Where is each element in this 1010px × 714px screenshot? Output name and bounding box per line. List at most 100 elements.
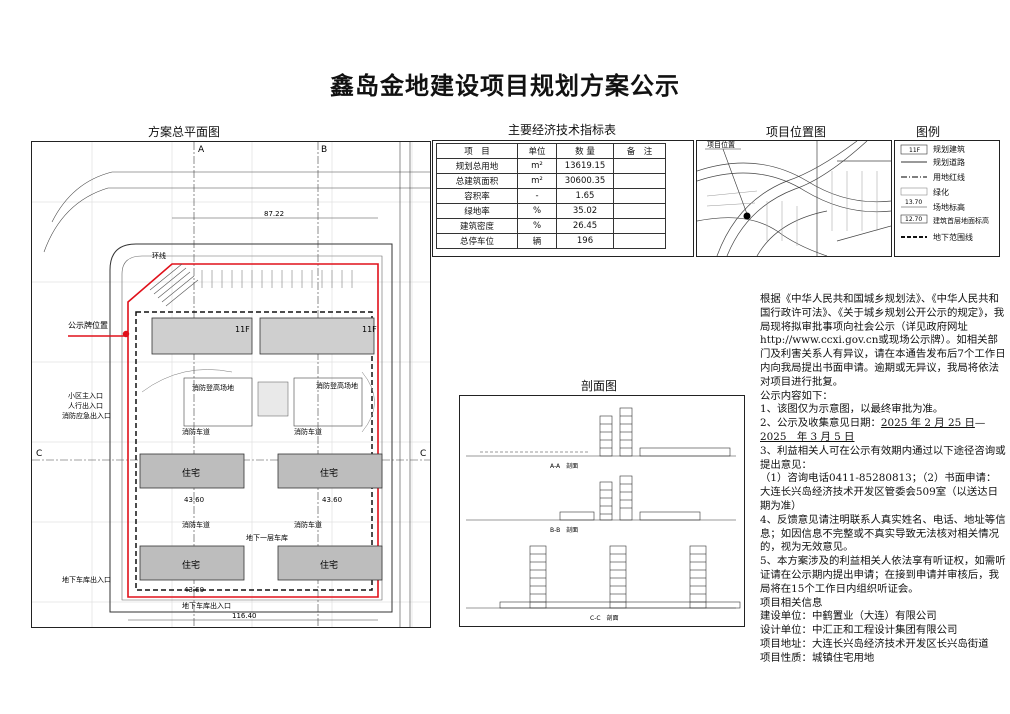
indicators-table: 项 目 单位 数 量 备 注 规划总用地 m² 13619.15 总建筑面积 m… — [436, 143, 666, 249]
top-east-floors: 11F — [362, 325, 377, 334]
fire-court-east — [293, 377, 363, 427]
site-plan-heading: 方案总平面图 — [148, 125, 221, 139]
sections-heading: 剖面图 — [581, 379, 618, 393]
row-unit: 辆 — [517, 233, 557, 249]
notice-date-prefix: 2、公示及收集意见日期： — [760, 417, 881, 430]
row-item: 容积率 — [436, 188, 518, 204]
row-note — [613, 233, 666, 249]
fire-entrance-label: 消防应急出入口 — [62, 411, 111, 420]
row-value: 30600.35 — [556, 173, 614, 189]
middle-west-label: 住宅 — [182, 467, 200, 479]
col-value: 数 量 — [556, 143, 614, 159]
legend-symbol-building: 11F — [909, 147, 921, 154]
building-bottom-east — [277, 545, 383, 581]
notice-content-title: 公示内容如下： — [760, 389, 833, 402]
legend-label: 场地标高 — [933, 203, 965, 212]
row-value: 13619.15 — [556, 158, 614, 174]
section-cc-drawing — [466, 545, 741, 609]
building-bottom-west — [139, 545, 245, 581]
ring-road-label: 环线 — [152, 251, 166, 260]
legend-symbol-site-level: 13.70 — [905, 199, 922, 206]
notice-item-3-ways: （1）咨询电话0411-85280813；（2）书面申请：大连长兴岛经济技术开发… — [760, 472, 999, 512]
section-aa-label: A-A 剖面 — [550, 462, 578, 470]
notice-info-title: 项目相关信息 — [760, 596, 823, 609]
notice-item-1: 1、该图仅为示意图，以最终审批为准。 — [760, 403, 944, 416]
col-note: 备 注 — [613, 143, 666, 159]
section-bb-drawing — [466, 475, 736, 521]
notice-nature: 项目性质：城镇住宅用地 — [760, 651, 875, 664]
indicators-heading: 主要经济技术指标表 — [508, 123, 617, 137]
row-note — [613, 188, 666, 204]
bottom-east-label: 住宅 — [320, 559, 338, 571]
fire-court-west — [183, 377, 253, 427]
bottom-west-label: 住宅 — [182, 559, 200, 571]
garage-entrance-label: 地下车库出入口 — [62, 575, 111, 584]
legend-panel: 11F 13.70 12.70 规划建筑 规划道路 用地红线 绿化 场地标高 建… — [894, 140, 1000, 257]
section-bb-label: B-B 剖面 — [550, 526, 578, 534]
notice-builder: 建设单位：中鹤置业（大连）有限公司 — [760, 610, 937, 623]
sections-drawing: A-A 剖面 B-B 剖面 C-C 剖面 — [466, 407, 741, 622]
row-item: 建筑密度 — [436, 218, 518, 234]
notice-designer: 设计单位：中汇正和工程设计集团有限公司 — [760, 624, 958, 637]
fire-lane-label-1: 消防车道 — [182, 427, 210, 436]
row-value: 35.02 — [556, 203, 614, 219]
site-plan-drawing: A B C C 11F 11F 消防登高场地 消防登高场地 消防车道 消防车道 — [32, 142, 430, 627]
legend-label: 建筑首层地面标高 — [933, 217, 989, 225]
legend-heading: 图例 — [916, 125, 941, 139]
col-unit: 单位 — [517, 143, 557, 159]
notice-item-2: 2、公示及收集意见日期：2025 年 2 月 25 日—2025 年 3 月 5… — [760, 417, 1006, 445]
location-heading: 项目位置图 — [766, 125, 827, 139]
legend-symbol-floor-level: 12.70 — [905, 216, 922, 223]
site-plan-panel: A B C C 11F 11F 消防登高场地 消防登高场地 消防车道 消防车道 — [31, 141, 431, 628]
axis-c-label: C — [36, 449, 42, 459]
building-top-east — [259, 317, 375, 355]
row-unit: % — [517, 203, 557, 219]
notice-item-3: 3、利益相关人可在公示有效期内通过以下途径咨询或提出意见： — [760, 444, 1006, 471]
col-item: 项 目 — [436, 143, 518, 159]
axis-b-label: B — [321, 145, 327, 155]
garage-exit-label: 地下车库出入口 — [182, 601, 231, 610]
dim-middle-east: 43.60 — [322, 496, 342, 504]
table-row: 容积率 - 1.65 — [436, 188, 666, 204]
central-garden — [257, 381, 289, 417]
table-row: 总建筑面积 m² 30600.35 — [436, 173, 666, 189]
row-unit: m² — [517, 173, 557, 189]
row-unit: - — [517, 188, 557, 204]
row-unit: m² — [517, 158, 557, 174]
dim-bottom-west: 43.60 — [184, 586, 204, 594]
row-value: 196 — [556, 233, 614, 249]
fire-court-label-2: 消防登高场地 — [316, 381, 358, 390]
section-aa-drawing — [466, 407, 736, 457]
notice-item-5: 5、本方案涉及的利益相关人依法享有听证权，如需听证请在公示期内提出申请；在接到申… — [760, 555, 1006, 595]
dim-overall: 116.40 — [232, 612, 257, 620]
legend-symbols: 11F 13.70 12.70 — [900, 144, 928, 238]
row-note — [613, 158, 666, 174]
notice-position-label: 公示牌位置 — [68, 320, 108, 330]
notice-text: 根据《中华人民共和国城乡规划法》、《中华人民共和国行政许可法》、《关于城乡规划公… — [760, 293, 1006, 666]
legend-label: 规划建筑 — [933, 145, 965, 154]
location-label: 项目位置 — [707, 141, 735, 149]
notice-date-sep: — — [974, 417, 986, 430]
table-row: 建筑密度 % 26.45 — [436, 218, 666, 234]
location-marker — [743, 212, 751, 220]
table-row: 规划总用地 m² 13619.15 — [436, 158, 666, 174]
axis-c2-label: C — [420, 449, 426, 459]
building-middle-west — [139, 453, 245, 489]
location-map: 项目位置 — [697, 141, 891, 256]
table-row: 总停车位 辆 196 — [436, 233, 666, 249]
row-unit: % — [517, 218, 557, 234]
notice-item-4: 4、反馈意见请注明联系人真实姓名、电话、地址等信息；如因信息不完整或不真实导致无… — [760, 513, 1006, 554]
row-item: 规划总用地 — [436, 158, 518, 174]
dim-middle-west: 43.60 — [184, 496, 204, 504]
notice-intro: 根据《中华人民共和国城乡规划法》、《中华人民共和国行政许可法》、《关于城乡规划公… — [760, 293, 1006, 388]
row-value: 26.45 — [556, 218, 614, 234]
main-entrance-label: 小区主入口 — [68, 391, 103, 400]
underground-range — [135, 311, 373, 591]
fire-lane-label-4: 消防车道 — [294, 520, 322, 529]
fire-lane-label-3: 消防车道 — [182, 520, 210, 529]
top-west-floors: 11F — [235, 325, 250, 334]
building-middle-east — [277, 453, 383, 489]
legend-label: 规划道路 — [933, 158, 965, 167]
fire-court-label-1: 消防登高场地 — [192, 383, 234, 392]
road-outline — [109, 243, 393, 613]
